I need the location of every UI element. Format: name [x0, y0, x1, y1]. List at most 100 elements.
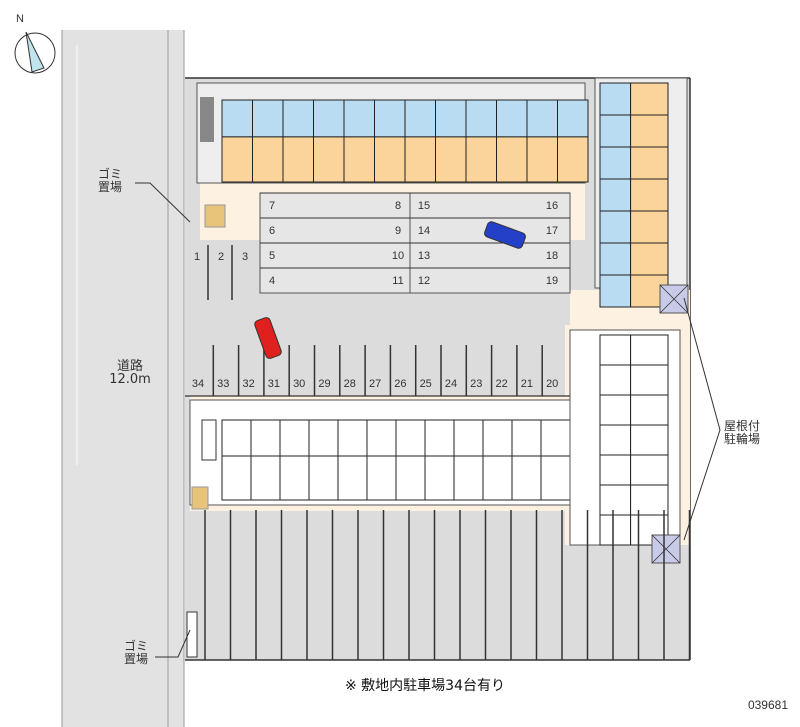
apartment-unit-room	[630, 178, 669, 212]
slot-number: 7	[269, 200, 275, 212]
garbage-area	[191, 486, 209, 510]
apartment-unit-room	[630, 424, 669, 456]
apartment-unit-bath	[465, 99, 497, 138]
apartment-unit-room	[252, 136, 284, 183]
apartment-unit-room	[496, 136, 528, 183]
slot-number: 21	[521, 378, 533, 390]
apartment-unit-bath	[282, 99, 314, 138]
apartment-unit-room	[250, 455, 281, 501]
apartment-unit-bath	[599, 364, 632, 396]
property-code: 039681	[747, 698, 788, 712]
garbage-area-label-bottom: ゴミ置場	[123, 639, 148, 666]
apartment-unit-bath	[599, 334, 632, 366]
slot-number: 4	[269, 275, 275, 287]
apartment-unit-room	[557, 136, 589, 183]
road-width: 12.0m	[109, 372, 151, 387]
apartment-unit-bath	[221, 419, 252, 457]
apartment-unit-bath	[313, 99, 345, 138]
apartment-unit-room	[630, 210, 669, 244]
apartment-unit-bath	[395, 419, 426, 457]
leader-line	[683, 297, 721, 541]
slot-number: 8	[395, 200, 401, 212]
apartment-unit-room	[453, 455, 484, 501]
slot-number: 10	[392, 250, 404, 262]
apartment-unit-room	[630, 242, 669, 276]
slot-number: 12	[418, 275, 430, 287]
stairs	[201, 419, 217, 461]
slot-number: 5	[269, 250, 275, 262]
slot-number: 6	[269, 225, 275, 237]
slot-number: 14	[418, 225, 430, 237]
apartment-unit-bath	[252, 99, 284, 138]
bicycle-parking-label: 屋根付駐輪場	[723, 419, 760, 446]
apartment-unit-room	[395, 455, 426, 501]
apartment-unit-bath	[496, 99, 528, 138]
apartment-unit-bath	[221, 99, 253, 138]
leader-line	[155, 629, 191, 658]
slot-number: 20	[546, 378, 558, 390]
road-label: 道路 12.0m	[100, 360, 160, 386]
apartment-unit-bath	[424, 419, 455, 457]
apartment-unit-room	[279, 455, 310, 501]
apartment-unit-bath	[308, 419, 339, 457]
apartment-unit-bath	[453, 419, 484, 457]
slot-number: 11	[392, 275, 403, 287]
apartment-unit-room	[282, 136, 314, 183]
apartment-unit-bath	[404, 99, 436, 138]
apartment-unit-bath	[279, 419, 310, 457]
slot-number: 15	[418, 200, 430, 212]
apartment-unit-room	[313, 136, 345, 183]
apartment-unit-room	[308, 455, 339, 501]
slot-number: 31	[268, 378, 280, 390]
bike-x	[659, 284, 689, 314]
road	[62, 30, 184, 727]
leader-line	[135, 182, 191, 223]
apartment-unit-room	[630, 82, 669, 116]
parking-count-note: ※ 敷地内駐車場34台有り	[345, 678, 505, 694]
slot-number: 25	[420, 378, 432, 390]
apartment-unit-bath	[482, 419, 513, 457]
slot-number: 23	[470, 378, 482, 390]
slot-number: 29	[318, 378, 330, 390]
car-blue	[484, 221, 526, 249]
car-body	[254, 317, 282, 359]
apartment-unit-bath	[526, 99, 558, 138]
slot-number: 19	[546, 275, 558, 287]
apartment-unit-bath	[540, 419, 571, 457]
apartment-unit-room	[630, 114, 669, 148]
apartment-unit-room	[337, 455, 368, 501]
apartment-unit-room	[424, 455, 455, 501]
apartment-unit-bath	[599, 454, 632, 486]
apartment-unit-room	[511, 455, 542, 501]
slot-number: 2	[218, 251, 224, 263]
apartment-unit-room	[465, 136, 497, 183]
slot-number: 34	[192, 378, 204, 390]
apartment-unit-room	[526, 136, 558, 183]
car-body	[484, 221, 526, 249]
apartment-unit-room	[630, 364, 669, 396]
apartment-unit-bath	[599, 210, 632, 244]
apartment-unit-room	[221, 136, 253, 183]
slot-number: 18	[546, 250, 558, 262]
apartment-unit-bath	[599, 514, 632, 546]
slot-number: 33	[217, 378, 229, 390]
road-name: 道路	[116, 359, 143, 374]
slot-number: 13	[418, 250, 430, 262]
apartment-unit-bath	[599, 424, 632, 456]
apartment-unit-bath	[599, 394, 632, 426]
apartment-unit-room	[366, 455, 397, 501]
apartment-unit-bath	[337, 419, 368, 457]
apartment-unit-room	[540, 455, 571, 501]
apartment-unit-bath	[599, 114, 632, 148]
slot-number: 9	[395, 225, 401, 237]
apartment-unit-bath	[366, 419, 397, 457]
slot-number: 30	[293, 378, 305, 390]
apartment-unit-room	[221, 455, 252, 501]
apartment-unit-bath	[343, 99, 375, 138]
slot-number: 22	[495, 378, 507, 390]
slot-number: 3	[242, 251, 248, 263]
apartment-unit-room	[630, 334, 669, 366]
apartment-unit-bath	[511, 419, 542, 457]
stairs	[200, 97, 214, 142]
